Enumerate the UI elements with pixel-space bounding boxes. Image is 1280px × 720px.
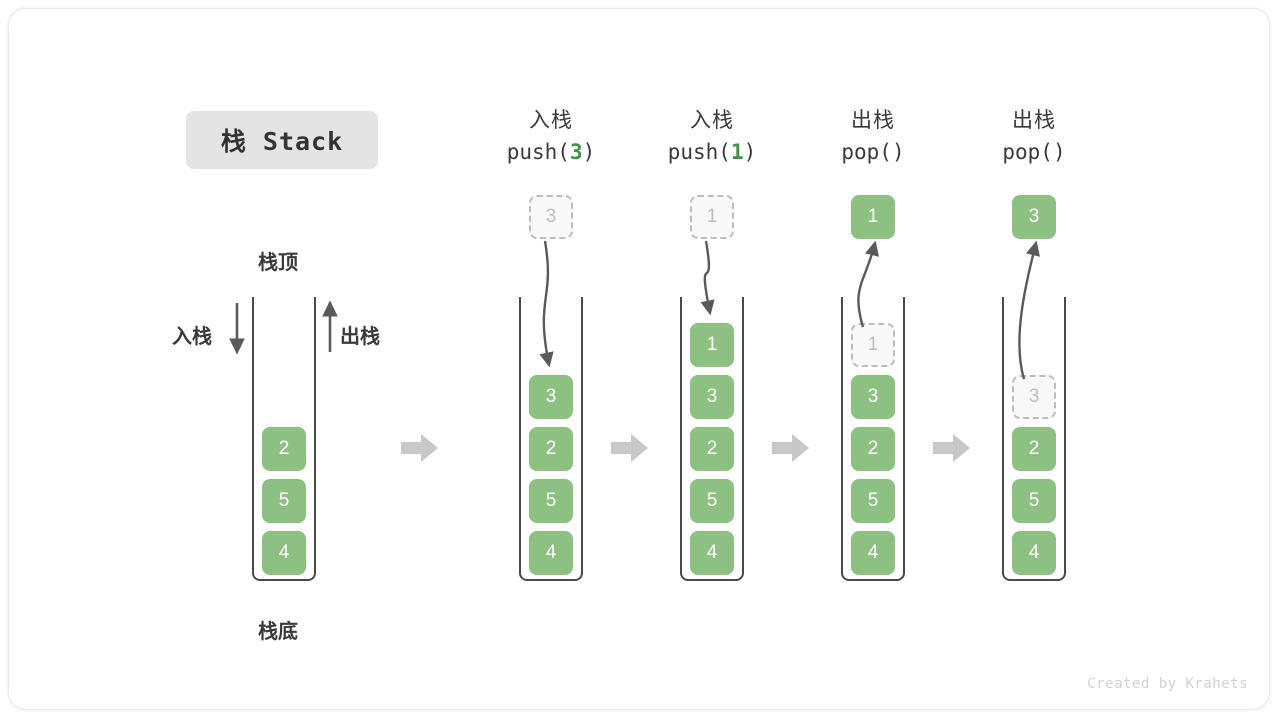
stack-cell: 4 [1012, 531, 1056, 575]
arrow-right-icon [933, 431, 971, 465]
stack-cell: 2 [262, 427, 306, 471]
operation-header-push-3: 入栈 push(3) [471, 106, 631, 168]
stack-cell: 1 [690, 323, 734, 367]
stack-cell-ghost: 3 [1012, 375, 1056, 419]
stack-container-outline [680, 297, 744, 581]
stack-cell: 4 [851, 531, 895, 575]
stack-cell: 2 [1012, 427, 1056, 471]
stack-cell: 3 [851, 375, 895, 419]
title-badge: 栈 Stack [186, 111, 378, 169]
operation-signature: pop() [841, 140, 905, 164]
stack-top-label: 栈顶 [258, 252, 298, 274]
stack-cell: 4 [262, 531, 306, 575]
operation-name-cn: 出栈 [851, 109, 895, 132]
stack-cell: 4 [529, 531, 573, 575]
arrow-right-icon [772, 431, 810, 465]
operation-name-cn: 出栈 [1012, 109, 1056, 132]
stack-cell: 3 [690, 375, 734, 419]
stack-cell: 5 [529, 479, 573, 523]
stack-cell: 2 [529, 427, 573, 471]
stack-container-outline [841, 297, 905, 581]
operation-argument: 3 [569, 140, 583, 164]
operation-argument: 1 [730, 140, 744, 164]
floating-element-pop-3: 3 [1012, 195, 1056, 239]
watermark: Created by Krahets [1087, 676, 1248, 692]
operation-signature: push(3) [506, 140, 596, 164]
arrow-right-icon [401, 431, 439, 465]
operation-signature: push(1) [667, 140, 757, 164]
floating-element-push-1: 1 [690, 195, 734, 239]
push-direction-label: 入栈 [172, 326, 212, 348]
stack-container-outline [1002, 297, 1066, 581]
floating-element-push-3: 3 [529, 195, 573, 239]
operation-header-push-1: 入栈 push(1) [632, 106, 792, 168]
stack-container-outline [519, 297, 583, 581]
floating-element-pop-1: 1 [851, 195, 895, 239]
arrow-right-icon [611, 431, 649, 465]
stack-cell: 2 [690, 427, 734, 471]
operation-name-cn: 入栈 [529, 109, 573, 132]
operation-name-cn: 入栈 [690, 109, 734, 132]
operation-header-pop-3: 出栈 pop() [954, 106, 1114, 168]
pop-direction-label: 出栈 [340, 326, 380, 348]
stack-cell: 5 [851, 479, 895, 523]
stack-cell: 5 [690, 479, 734, 523]
stack-cell: 4 [690, 531, 734, 575]
stack-container-outline [252, 297, 316, 581]
stack-cell: 5 [1012, 479, 1056, 523]
stack-cell: 2 [851, 427, 895, 471]
stack-bottom-label: 栈底 [258, 621, 298, 643]
operation-signature: pop() [1002, 140, 1066, 164]
stack-cell-ghost: 1 [851, 323, 895, 367]
operation-header-pop-1: 出栈 pop() [793, 106, 953, 168]
stack-cell: 3 [529, 375, 573, 419]
stack-cell: 5 [262, 479, 306, 523]
